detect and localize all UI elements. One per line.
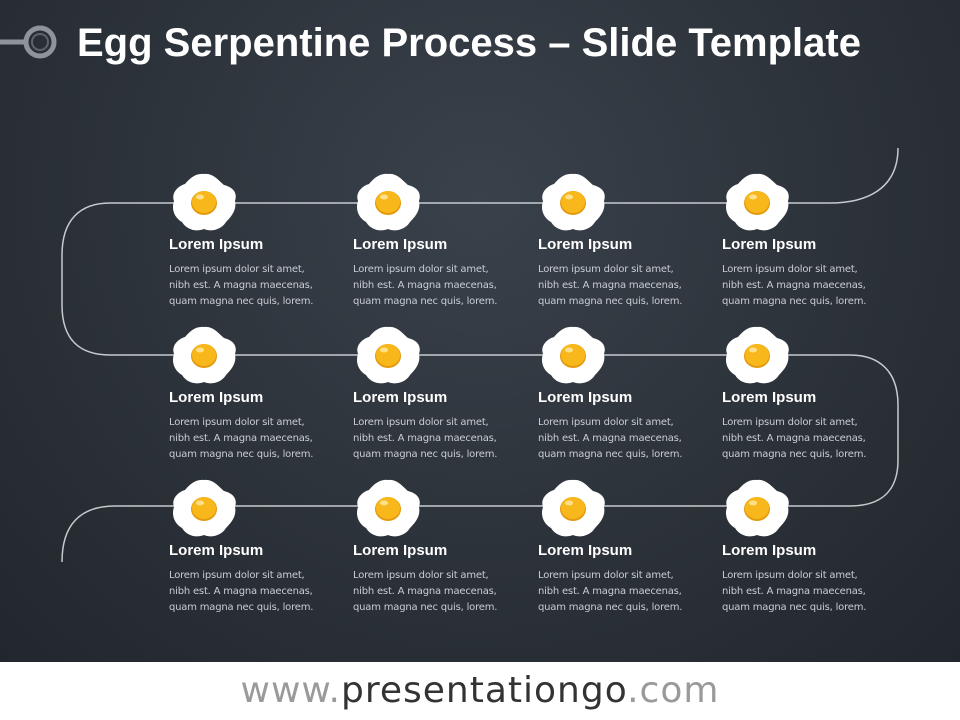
step-description: Lorem ipsum dolor sit amet, nibh est. A … <box>353 264 498 307</box>
fried-egg-icon <box>722 170 792 234</box>
slide: Egg Serpentine Process – Slide Template … <box>0 0 960 662</box>
step-description: Lorem ipsum dolor sit amet, nibh est. A … <box>722 570 867 613</box>
fried-egg-icon <box>538 476 608 540</box>
fried-egg-icon <box>722 476 792 540</box>
step-title: Lorem Ipsum <box>353 236 448 253</box>
step-description: Lorem ipsum dolor sit amet, nibh est. A … <box>353 570 498 613</box>
fried-egg-icon <box>353 323 423 387</box>
step-title: Lorem Ipsum <box>722 236 817 253</box>
step-title: Lorem Ipsum <box>169 542 264 559</box>
fried-egg-icon <box>169 323 239 387</box>
step-description: Lorem ipsum dolor sit amet, nibh est. A … <box>353 417 498 460</box>
footer: www.presentationgo.com <box>0 662 960 720</box>
fried-egg-icon <box>353 170 423 234</box>
slide-title: Egg Serpentine Process – Slide Template <box>77 21 861 65</box>
footer-prefix: www. <box>240 670 341 711</box>
step-description: Lorem ipsum dolor sit amet, nibh est. A … <box>169 417 314 460</box>
fried-egg-icon <box>353 476 423 540</box>
serpentine-path <box>61 147 899 563</box>
fried-egg-icon <box>169 476 239 540</box>
step-description: Lorem ipsum dolor sit amet, nibh est. A … <box>538 417 683 460</box>
fried-egg-icon <box>538 323 608 387</box>
step-title: Lorem Ipsum <box>353 542 448 559</box>
step-title: Lorem Ipsum <box>538 542 633 559</box>
fried-egg-icon <box>538 170 608 234</box>
ring-icon <box>0 25 57 59</box>
footer-brand: presentationgo <box>341 670 628 711</box>
step-description: Lorem ipsum dolor sit amet, nibh est. A … <box>169 570 314 613</box>
step-description: Lorem ipsum dolor sit amet, nibh est. A … <box>538 264 683 307</box>
fried-egg-icon <box>169 170 239 234</box>
step-title: Lorem Ipsum <box>538 236 633 253</box>
step-title: Lorem Ipsum <box>722 389 817 406</box>
step-description: Lorem ipsum dolor sit amet, nibh est. A … <box>538 570 683 613</box>
step-description: Lorem ipsum dolor sit amet, nibh est. A … <box>722 264 867 307</box>
step-title: Lorem Ipsum <box>353 389 448 406</box>
step-title: Lorem Ipsum <box>722 542 817 559</box>
step-title: Lorem Ipsum <box>169 236 264 253</box>
fried-egg-icon <box>722 323 792 387</box>
step-description: Lorem ipsum dolor sit amet, nibh est. A … <box>722 417 867 460</box>
footer-suffix: .com <box>627 670 720 711</box>
step-title: Lorem Ipsum <box>538 389 633 406</box>
step-title: Lorem Ipsum <box>169 389 264 406</box>
step-description: Lorem ipsum dolor sit amet, nibh est. A … <box>169 264 314 307</box>
